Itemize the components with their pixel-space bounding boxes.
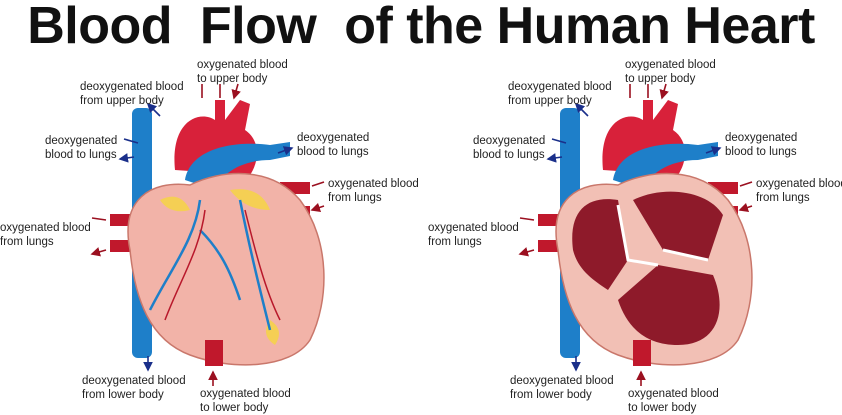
deoxygenated-to-lungs-right-label: deoxygenated blood to lungs	[297, 131, 369, 159]
label-line: oxygenated blood	[756, 178, 842, 190]
label-line: from upper body	[508, 95, 592, 107]
oxygenated-from-lungs-right-label: oxygenated blood from lungs	[756, 177, 842, 205]
label-line: from lungs	[428, 236, 482, 248]
label-line: oxygenated blood	[428, 222, 519, 234]
label-line: deoxygenated	[45, 135, 118, 147]
label-line: oxygenated blood	[200, 388, 291, 400]
label-line: oxygenated blood	[625, 59, 716, 71]
label-line: from lungs	[328, 192, 382, 204]
deoxygenated-to-lungs-left-label: deoxygenated blood to lungs	[45, 134, 117, 162]
oxygenated-to-lower-body-label: oxygenated blood to lower body	[628, 387, 719, 415]
heart-body	[127, 172, 325, 366]
label-line: deoxygenated blood	[82, 375, 186, 387]
oxygenated-to-upper-body-label: oxygenated blood to upper body	[625, 58, 716, 86]
deoxygenated-from-lower-body-label: deoxygenated blood from lower body	[510, 374, 614, 402]
label-line: blood to lungs	[473, 149, 545, 161]
label-line: from lower body	[82, 389, 164, 401]
label-line: from lungs	[756, 192, 810, 204]
cross-section-heart	[538, 100, 753, 366]
coronary-vessels	[148, 199, 272, 331]
label-line: oxygenated blood	[628, 388, 719, 400]
oxygenated-from-lungs-right-label: oxygenated blood from lungs	[328, 177, 419, 205]
label-line: blood to lungs	[725, 146, 797, 158]
heart-chambers	[572, 191, 723, 345]
label-line: to lower body	[628, 402, 697, 414]
oxygenated-from-lungs-left-label: oxygenated blood from lungs	[428, 221, 519, 249]
label-line: deoxygenated blood	[80, 81, 184, 93]
deoxygenated-from-lower-body-label: deoxygenated blood from lower body	[82, 374, 186, 402]
label-line: blood to lungs	[45, 149, 117, 161]
label-line: oxygenated blood	[197, 59, 288, 71]
descending-aorta	[205, 340, 223, 366]
label-line: deoxygenated	[473, 135, 546, 147]
label-line: deoxygenated	[725, 132, 798, 144]
label-line: blood to lungs	[297, 146, 369, 158]
label-line: oxygenated blood	[328, 178, 419, 190]
page-title: Blood Flow of the Human Heart	[27, 0, 815, 55]
oxygenated-to-lower-body-label: oxygenated blood to lower body	[200, 387, 291, 415]
oxygenated-to-upper-body-label: oxygenated blood to upper body	[197, 58, 288, 86]
deoxygenated-to-lungs-right-label: deoxygenated blood to lungs	[725, 131, 797, 159]
label-line: deoxygenated blood	[510, 375, 614, 387]
label-line: from lungs	[0, 236, 54, 248]
fat-deposits	[160, 189, 279, 345]
flow-arrows	[92, 84, 752, 386]
label-line: deoxygenated	[297, 132, 370, 144]
label-line: deoxygenated blood	[508, 81, 612, 93]
deoxygenated-to-lungs-left-label: deoxygenated blood to lungs	[473, 134, 545, 162]
deoxygenated-from-upper-body-label: deoxygenated blood from upper body	[508, 80, 612, 108]
exterior-heart	[110, 100, 325, 366]
label-line: to lower body	[200, 402, 269, 414]
deoxygenated-from-upper-body-label: deoxygenated blood from upper body	[80, 80, 184, 108]
label-line: oxygenated blood	[0, 222, 91, 234]
label-line: to upper body	[197, 73, 268, 85]
oxygenated-from-lungs-left-label: oxygenated blood from lungs	[0, 221, 91, 249]
label-line: to upper body	[625, 73, 696, 85]
label-line: from upper body	[80, 95, 164, 107]
label-line: from lower body	[510, 389, 592, 401]
